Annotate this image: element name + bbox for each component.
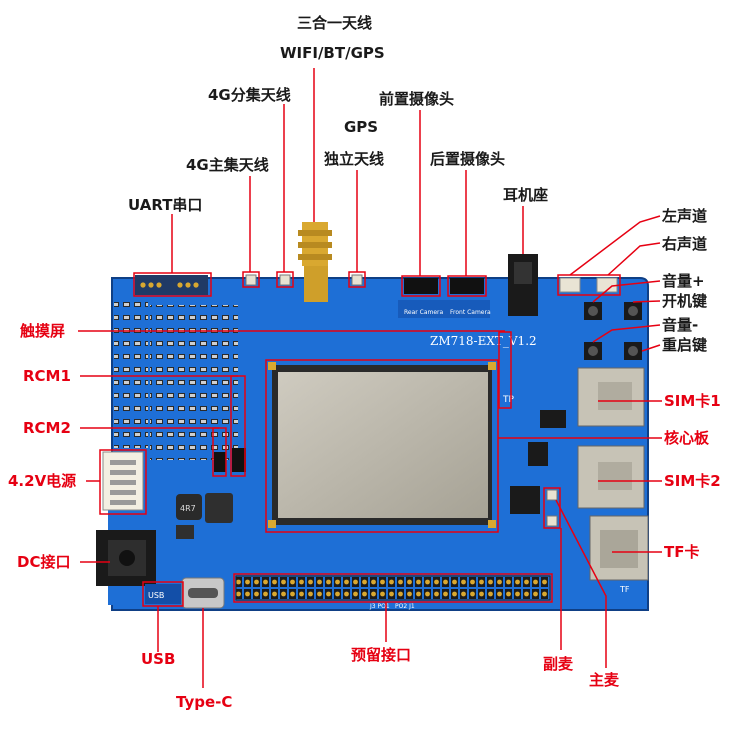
- silk-tp: TP: [502, 395, 514, 405]
- silk-usb: USB: [148, 591, 164, 600]
- label-tf-card: TF卡: [664, 543, 700, 561]
- label-wifi-bt-gps: WIFI/BT/GPS: [280, 44, 385, 62]
- label-main-mic: 主麦: [589, 671, 620, 689]
- leader-vol-down: [592, 324, 661, 343]
- label-front-camera: 前置摄像头: [379, 90, 455, 108]
- callout-box-front-cam: [447, 275, 487, 297]
- silk-header-left: J3 PO1: [369, 603, 390, 610]
- callout-box-header: [233, 573, 553, 603]
- leader-main-mic: [555, 499, 607, 668]
- label-headphone: 耳机座: [503, 186, 549, 204]
- callout-box-battery: [99, 449, 147, 515]
- label-sim2: SIM卡2: [664, 472, 721, 490]
- silk-rear-camera: Rear Camera: [404, 309, 444, 316]
- label-power-key: 开机键: [662, 292, 708, 310]
- rcm1-connector: [232, 448, 246, 472]
- label-combo-antenna: 三合一天线: [297, 14, 373, 32]
- leader-vol-up: [592, 280, 661, 303]
- label-usb: USB: [141, 650, 176, 668]
- uart-header: [135, 275, 208, 295]
- label-core-board: 核心板: [664, 429, 710, 447]
- via-matrix-rcm: [150, 305, 238, 460]
- label-rcm2: RCM2: [23, 419, 71, 437]
- label-volume-up: 音量+: [662, 272, 705, 290]
- callout-box-4g-main: [242, 271, 260, 288]
- label-4g-main-antenna: 4G主集天线: [186, 156, 269, 174]
- reserved-header: [236, 576, 550, 600]
- label-sim1: SIM卡1: [664, 392, 721, 410]
- silk-header-right: PO2 J1: [395, 603, 415, 610]
- silk-inductor: 4R7: [180, 504, 196, 513]
- label-rcm1: RCM1: [23, 367, 71, 385]
- label-reset-key: 重启键: [662, 336, 708, 354]
- label-touchscreen: 触摸屏: [20, 322, 66, 340]
- label-gps-standalone: 独立天线: [324, 150, 385, 168]
- label-reserved-header: 预留接口: [351, 646, 412, 664]
- label-volume-down: 音量-: [662, 316, 699, 334]
- label-4g-div-antenna: 4G分集天线: [208, 86, 291, 104]
- callout-box-rear-cam: [401, 275, 441, 297]
- rcm2-connector: [214, 452, 226, 472]
- usb-pads: [145, 584, 181, 604]
- label-4v2-power: 4.2V电源: [8, 472, 77, 490]
- label-dc-jack: DC接口: [17, 553, 71, 571]
- label-type-c: Type-C: [176, 693, 233, 711]
- callout-box-4g-div: [276, 271, 294, 288]
- silk-front-camera: Front Camera: [450, 309, 491, 316]
- label-right-channel: 右声道: [662, 235, 708, 253]
- sma-antenna: [298, 222, 332, 302]
- leader-left: [569, 215, 661, 276]
- callout-box-core: [265, 359, 499, 533]
- callout-box-usb: [142, 581, 184, 607]
- leader-power: [632, 300, 661, 303]
- label-gps: GPS: [344, 118, 379, 136]
- silk-tf: TF: [619, 585, 630, 594]
- buttons: [584, 302, 642, 360]
- leader-reset: [641, 344, 661, 352]
- rear-camera-connector: [404, 278, 438, 294]
- callout-box-touch: [498, 331, 512, 409]
- front-camera-connector: [450, 278, 484, 294]
- tf-slot: [589, 515, 649, 581]
- silk-board-name: ZM718-EXT_V1.2: [430, 334, 537, 348]
- via-matrix-left: [114, 300, 148, 448]
- leader-right: [607, 242, 661, 276]
- label-rear-camera: 后置摄像头: [430, 150, 506, 168]
- label-left-channel: 左声道: [662, 207, 708, 225]
- label-sub-mic: 副麦: [543, 655, 574, 673]
- label-uart: UART串口: [128, 196, 203, 214]
- callout-box-rcm2: [212, 427, 227, 477]
- inductor: [176, 494, 202, 520]
